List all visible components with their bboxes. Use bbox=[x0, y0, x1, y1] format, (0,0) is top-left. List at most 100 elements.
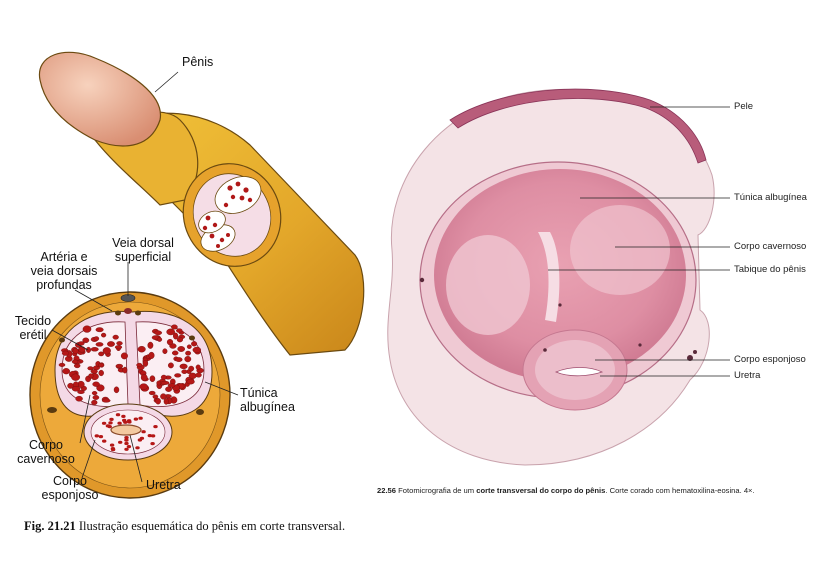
erectile-tissue-space bbox=[175, 357, 183, 362]
spongiosum-space bbox=[135, 446, 140, 450]
erectile-tissue-space bbox=[148, 390, 156, 396]
spongiosum-space bbox=[138, 416, 143, 420]
erectile-tissue-space bbox=[77, 390, 85, 395]
label-superficial-dorsal-vein: Veia dorsal superficial bbox=[112, 236, 174, 264]
erectile-tissue-space bbox=[147, 341, 154, 349]
erectile-tissue-space bbox=[155, 398, 161, 405]
label-tunica-albuginea-right: Túnica albugínea bbox=[734, 192, 807, 203]
erectile-tissue-space bbox=[140, 374, 148, 382]
erectile-tissue-space bbox=[160, 374, 167, 381]
erectile-tissue-space bbox=[174, 373, 182, 378]
erectile-tissue-space bbox=[166, 339, 174, 346]
label-corpus-cavernosum-right: Corpo cavernoso bbox=[734, 241, 807, 252]
label-tunica-albuginea-left: Túnica albugínea bbox=[240, 386, 295, 414]
spongiosum-space bbox=[150, 442, 155, 446]
erectile-tissue-space bbox=[142, 360, 149, 367]
spongiosum-space bbox=[126, 445, 132, 449]
erectile-tissue-space bbox=[97, 362, 105, 368]
erectile-tissue-space bbox=[98, 369, 104, 377]
shaft-cut-red-dots bbox=[202, 181, 253, 248]
erectile-tissue-space bbox=[90, 369, 98, 374]
erectile-tissue-space bbox=[91, 399, 98, 406]
erectile-tissue-space bbox=[116, 341, 123, 346]
spongiosum-space bbox=[108, 421, 113, 425]
label-skin: Pele bbox=[734, 101, 754, 112]
erectile-tissue-space bbox=[112, 334, 119, 340]
spongiosum-space bbox=[133, 417, 139, 421]
left-leader-lines bbox=[51, 71, 239, 483]
erectile-tissue-dots bbox=[58, 324, 204, 406]
micrograph-skin bbox=[449, 88, 707, 164]
erectile-tissue-space bbox=[113, 386, 120, 394]
erectile-tissue-space bbox=[93, 336, 100, 341]
erectile-tissue-space bbox=[122, 366, 128, 374]
erectile-tissue-space bbox=[115, 363, 124, 369]
erectile-tissue-space bbox=[179, 363, 188, 370]
erectile-tissue-space bbox=[95, 342, 104, 347]
erectile-tissue-space bbox=[176, 336, 184, 343]
erectile-tissue-space bbox=[195, 372, 202, 378]
erectile-tissue-space bbox=[166, 328, 175, 336]
erectile-tissue-space bbox=[95, 327, 104, 333]
spongiosum-space bbox=[94, 434, 100, 438]
erectile-tissue-space bbox=[152, 394, 159, 399]
erectile-tissue-space bbox=[192, 346, 202, 354]
spongiosum-space bbox=[141, 430, 146, 434]
erectile-tissue-space bbox=[154, 330, 163, 336]
erectile-tissue-space bbox=[181, 369, 188, 374]
erectile-tissue-space bbox=[177, 346, 185, 352]
erectile-tissue-space bbox=[62, 368, 70, 375]
erectile-tissue-space bbox=[163, 398, 169, 405]
spongiosum-space bbox=[115, 413, 121, 417]
erectile-tissue-space bbox=[120, 352, 128, 360]
erectile-tissue-space bbox=[162, 348, 168, 355]
erectile-tissue-space bbox=[71, 386, 81, 392]
spongiosum-space bbox=[126, 419, 132, 423]
erectile-tissue-space bbox=[92, 381, 100, 387]
erectile-tissue-space bbox=[82, 337, 90, 343]
erectile-tissue-space bbox=[160, 393, 167, 400]
erectile-tissue-space bbox=[101, 398, 111, 403]
spongiosum-space bbox=[150, 434, 156, 438]
erectile-tissue-space bbox=[188, 365, 195, 372]
erectile-tissue-space bbox=[171, 324, 178, 330]
label-urethra-left: Uretra bbox=[146, 478, 181, 492]
erectile-tissue-space bbox=[88, 373, 94, 379]
micrograph-specks bbox=[419, 277, 697, 361]
spongiosum-dots bbox=[94, 413, 158, 452]
spongiosum-space bbox=[105, 424, 111, 428]
left-figure-caption: Fig. 21.21 Ilustração esquemática do pên… bbox=[24, 519, 346, 533]
label-penis: Pênis bbox=[182, 55, 214, 69]
spongiosum-space bbox=[101, 421, 107, 425]
label-arteries-deep-veins: Artéria e veia dorsais profundas bbox=[30, 250, 98, 292]
erectile-tissue-space bbox=[58, 362, 66, 367]
erectile-tissue-space bbox=[71, 359, 79, 364]
erectile-tissue-space bbox=[157, 337, 163, 342]
erectile-tissue-space bbox=[139, 383, 148, 390]
urethra-lumen bbox=[110, 424, 142, 436]
erectile-tissue-space bbox=[102, 347, 111, 355]
micrograph-urethra bbox=[554, 367, 604, 377]
erectile-tissue-space bbox=[114, 345, 123, 350]
label-erectile-tissue: Tecido erétil bbox=[14, 314, 52, 342]
right-leader-lines bbox=[548, 106, 730, 377]
erectile-tissue-space bbox=[173, 332, 179, 340]
erectile-tissue-space bbox=[98, 351, 105, 357]
erectile-tissue-space bbox=[85, 346, 91, 353]
erectile-tissue-space bbox=[61, 350, 70, 356]
label-corpus-cavernosum-left: Corpo cavernoso bbox=[17, 438, 75, 466]
erectile-tissue-space bbox=[186, 379, 195, 385]
spongiosum-space bbox=[123, 420, 128, 424]
label-corpus-spongiosum-right: Corpo esponjoso bbox=[734, 354, 806, 365]
spongiosum-space bbox=[110, 448, 116, 452]
glans bbox=[38, 51, 162, 147]
erectile-tissue-space bbox=[149, 375, 156, 383]
spongiosum-space bbox=[124, 447, 129, 451]
spongiosum-space bbox=[109, 443, 115, 447]
erectile-tissue-space bbox=[160, 380, 170, 385]
spongiosum-space bbox=[102, 439, 107, 443]
spongiosum-space bbox=[117, 421, 122, 425]
erectile-tissue-space bbox=[82, 325, 92, 333]
